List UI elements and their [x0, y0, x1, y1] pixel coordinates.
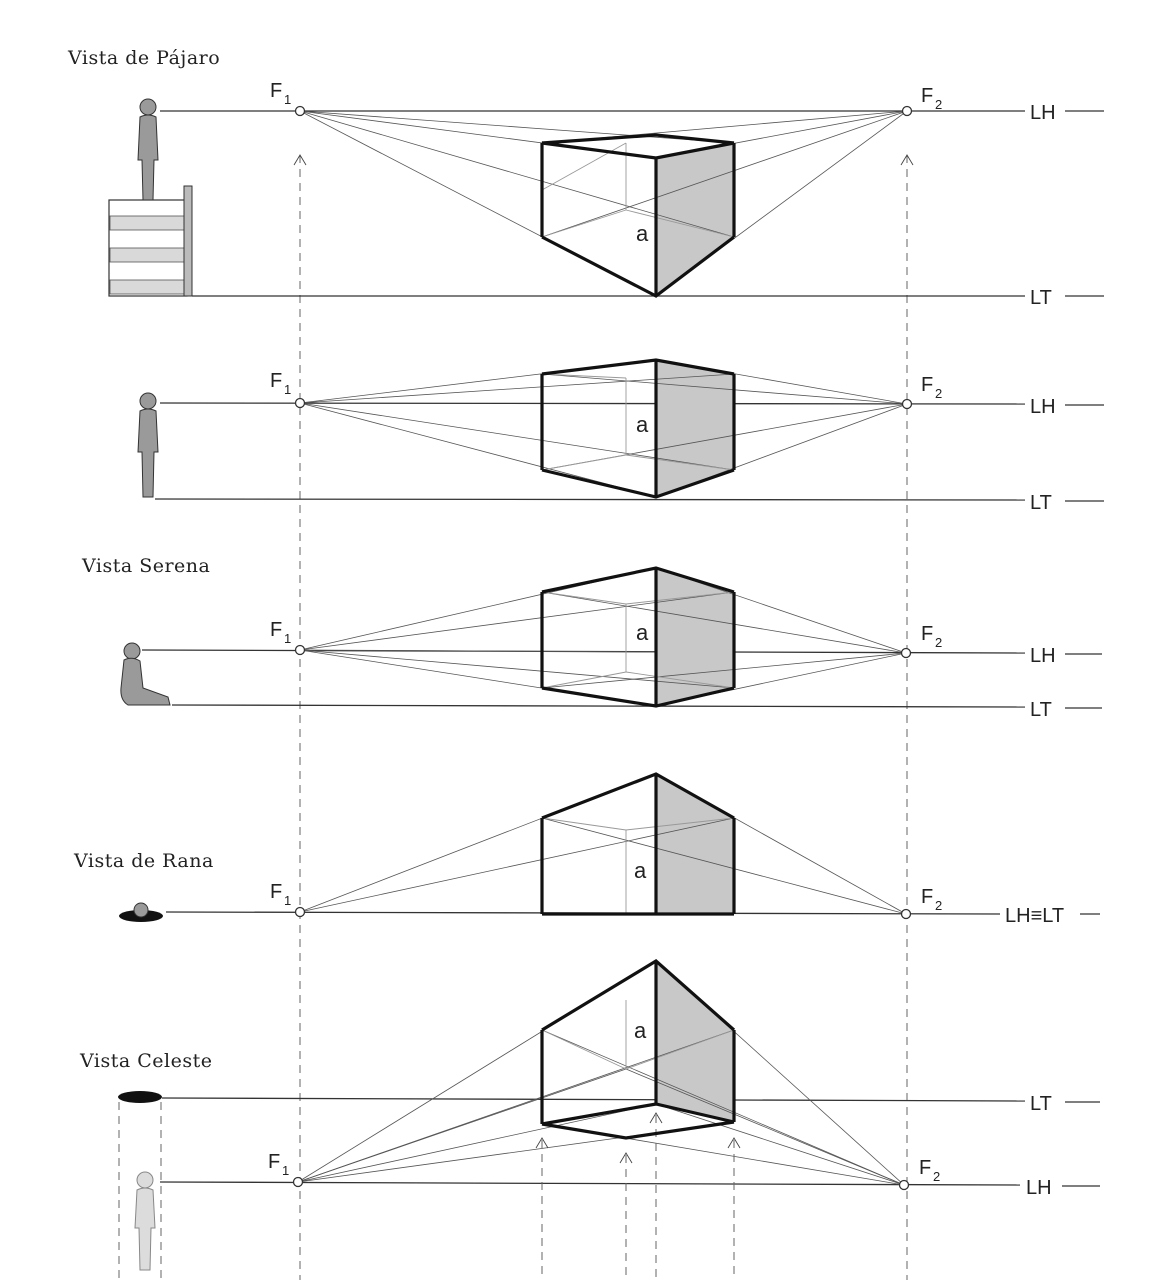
edge-label-a: a	[634, 1018, 647, 1043]
f2-label: F	[919, 1157, 931, 1179]
lh-label: LH	[1030, 645, 1056, 667]
title-vista-de-pajaro: Vista de Pájaro	[67, 47, 220, 69]
edge-label-a: a	[636, 620, 649, 645]
svg-text:1: 1	[284, 893, 291, 908]
edge-label-a: a	[634, 858, 647, 883]
f1-label: F	[270, 881, 282, 903]
standing-person-icon	[137, 98, 159, 201]
vanishing-point-f2	[901, 105, 913, 117]
f2-label: F	[921, 374, 933, 396]
vanishing-point-f1	[294, 105, 306, 117]
lh-label: LH	[1030, 396, 1056, 418]
lt-label: LT	[1030, 492, 1052, 514]
arrow-f1-icon	[293, 154, 307, 166]
vanishing-point-f1	[292, 1176, 304, 1188]
title-vista-serena: Vista Serena	[81, 555, 210, 577]
box-outline	[540, 772, 736, 916]
ground-line	[171, 704, 1026, 708]
edge-label-a: a	[636, 412, 649, 437]
perspective-rays	[299, 567, 907, 707]
svg-text:2: 2	[935, 97, 942, 112]
f1-label: F	[270, 619, 282, 641]
vanishing-point-f2	[901, 398, 913, 410]
lh-lt-label: LH≡LT	[1005, 905, 1064, 927]
view-celeste: Vista Celeste	[79, 959, 1100, 1280]
lh-label: LH	[1030, 102, 1056, 124]
perspective-rays	[299, 359, 908, 498]
view-pajaro: Vista de Pájaro	[67, 47, 1104, 309]
vanishing-point-f2	[900, 647, 912, 659]
f2-label: F	[921, 623, 933, 645]
sitting-person-icon	[120, 642, 171, 706]
f2-label: F	[921, 886, 933, 908]
f1-label: F	[270, 370, 282, 392]
faded-person-icon	[134, 1171, 156, 1271]
title-vista-celeste: Vista Celeste	[79, 1050, 212, 1072]
vanishing-point-f1	[294, 906, 306, 918]
f1-label: F	[270, 80, 282, 102]
vanishing-point-f1	[294, 644, 306, 656]
svg-text:1: 1	[282, 1163, 289, 1178]
platform-icon	[108, 185, 193, 297]
hole-with-head-icon	[119, 902, 163, 922]
view-rana: Vista de Rana a F 1 F 2 LH≡LT	[73, 772, 1100, 927]
edge-label-a: a	[636, 221, 649, 246]
title-vista-de-rana: Vista de Rana	[73, 850, 214, 872]
box-outline	[540, 358, 736, 499]
svg-text:1: 1	[284, 631, 291, 646]
svg-text:1: 1	[284, 382, 291, 397]
standing-person-icon	[137, 392, 159, 498]
svg-text:2: 2	[933, 1169, 940, 1184]
box-outline	[540, 133, 736, 298]
vanishing-point-f1	[294, 397, 306, 409]
svg-text:2: 2	[935, 386, 942, 401]
view-normal: a F 1 F 2 LH LT	[137, 358, 1104, 514]
vanishing-point-f2	[898, 1179, 910, 1191]
lt-label: LT	[1030, 699, 1052, 721]
view-serena: Vista Serena	[81, 555, 1102, 721]
lh-label: LH	[1026, 1177, 1052, 1199]
ground-line	[154, 498, 1026, 501]
arrow-f2-icon	[900, 154, 914, 166]
f1-label: F	[268, 1151, 280, 1173]
f2-label: F	[921, 85, 933, 107]
vanishing-point-f2	[900, 908, 912, 920]
projection-guides	[535, 1112, 741, 1280]
svg-text:2: 2	[935, 635, 942, 650]
lt-label: LT	[1030, 1093, 1052, 1115]
lt-label: LT	[1030, 287, 1052, 309]
svg-text:2: 2	[935, 898, 942, 913]
box-outline	[540, 566, 736, 708]
svg-text:1: 1	[284, 92, 291, 107]
box-outline	[540, 959, 736, 1140]
ground-line	[161, 1097, 1026, 1102]
ceiling-hole-icon	[118, 1091, 162, 1280]
horizon-line	[159, 1181, 1021, 1186]
